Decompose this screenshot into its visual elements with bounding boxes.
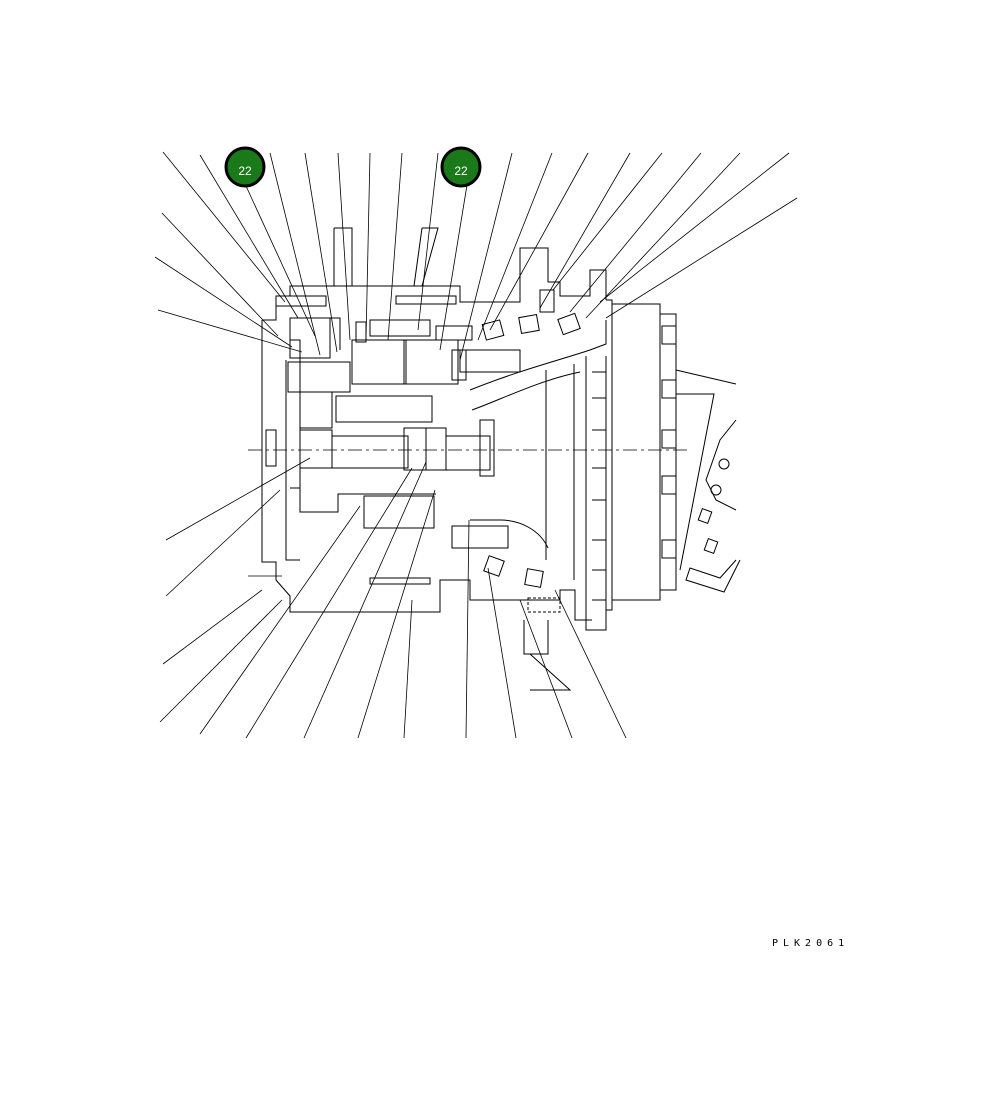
drawing-code: PLK2061: [772, 938, 849, 949]
callout-badge-2[interactable]: 22: [440, 146, 482, 188]
leader-lines-bottom: [159, 457, 627, 739]
callout-label-2: 22: [454, 164, 468, 178]
callout-badge-1[interactable]: 22: [224, 146, 266, 188]
callout-label-1: 22: [238, 164, 252, 178]
drive-housing: [261, 227, 741, 691]
